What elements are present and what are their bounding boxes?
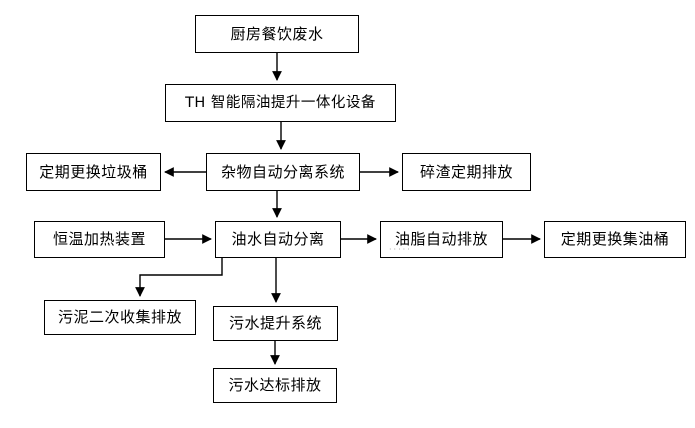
node-kitchen-wastewater[interactable]: 厨房餐饮废水 <box>195 15 359 53</box>
node-label: 厨房餐饮废水 <box>230 24 324 43</box>
node-grease-auto-discharge[interactable]: 油脂自动排放 ····· <box>380 221 503 258</box>
node-label: 定期更换集油桶 <box>560 230 670 248</box>
node-compliant-sewage-discharge[interactable]: 污水达标排放 <box>213 368 337 403</box>
node-label: 油水自动分离 <box>231 230 325 248</box>
scan-artifact-dots: ····· <box>389 245 412 254</box>
node-th-integrated-equipment[interactable]: TH 智能隔油提升一体化设备 <box>165 84 396 122</box>
node-replace-oil-drum-regularly[interactable]: 定期更换集油桶 <box>544 221 686 258</box>
node-sludge-secondary-collection-discharge[interactable]: 污泥二次收集排放 <box>44 300 196 335</box>
node-label: 污水达标排放 <box>228 376 322 394</box>
node-label: 污泥二次收集排放 <box>57 308 182 326</box>
node-label: 油脂自动排放 <box>394 230 488 248</box>
node-debris-auto-separation-system[interactable]: 杂物自动分离系统 <box>206 153 360 191</box>
edge-oilwater-to-sludge <box>135 258 223 297</box>
node-label: TH 智能隔油提升一体化设备 <box>185 94 376 111</box>
node-oil-water-auto-separation[interactable]: 油水自动分离 <box>215 221 341 258</box>
node-label: 定期更换垃圾桶 <box>39 162 148 181</box>
node-label: 污水提升系统 <box>228 314 322 332</box>
node-scheduled-slag-discharge[interactable]: 碎渣定期排放 <box>402 153 531 191</box>
node-label: 杂物自动分离系统 <box>220 162 345 181</box>
node-constant-temp-heating-device[interactable]: 恒温加热装置 <box>34 221 165 258</box>
node-label: 恒温加热装置 <box>52 230 146 248</box>
node-sewage-lifting-system[interactable]: 污水提升系统 <box>213 306 338 341</box>
node-replace-trash-bin-regularly[interactable]: 定期更换垃圾桶 <box>26 153 161 191</box>
node-label: 碎渣定期排放 <box>419 162 513 181</box>
